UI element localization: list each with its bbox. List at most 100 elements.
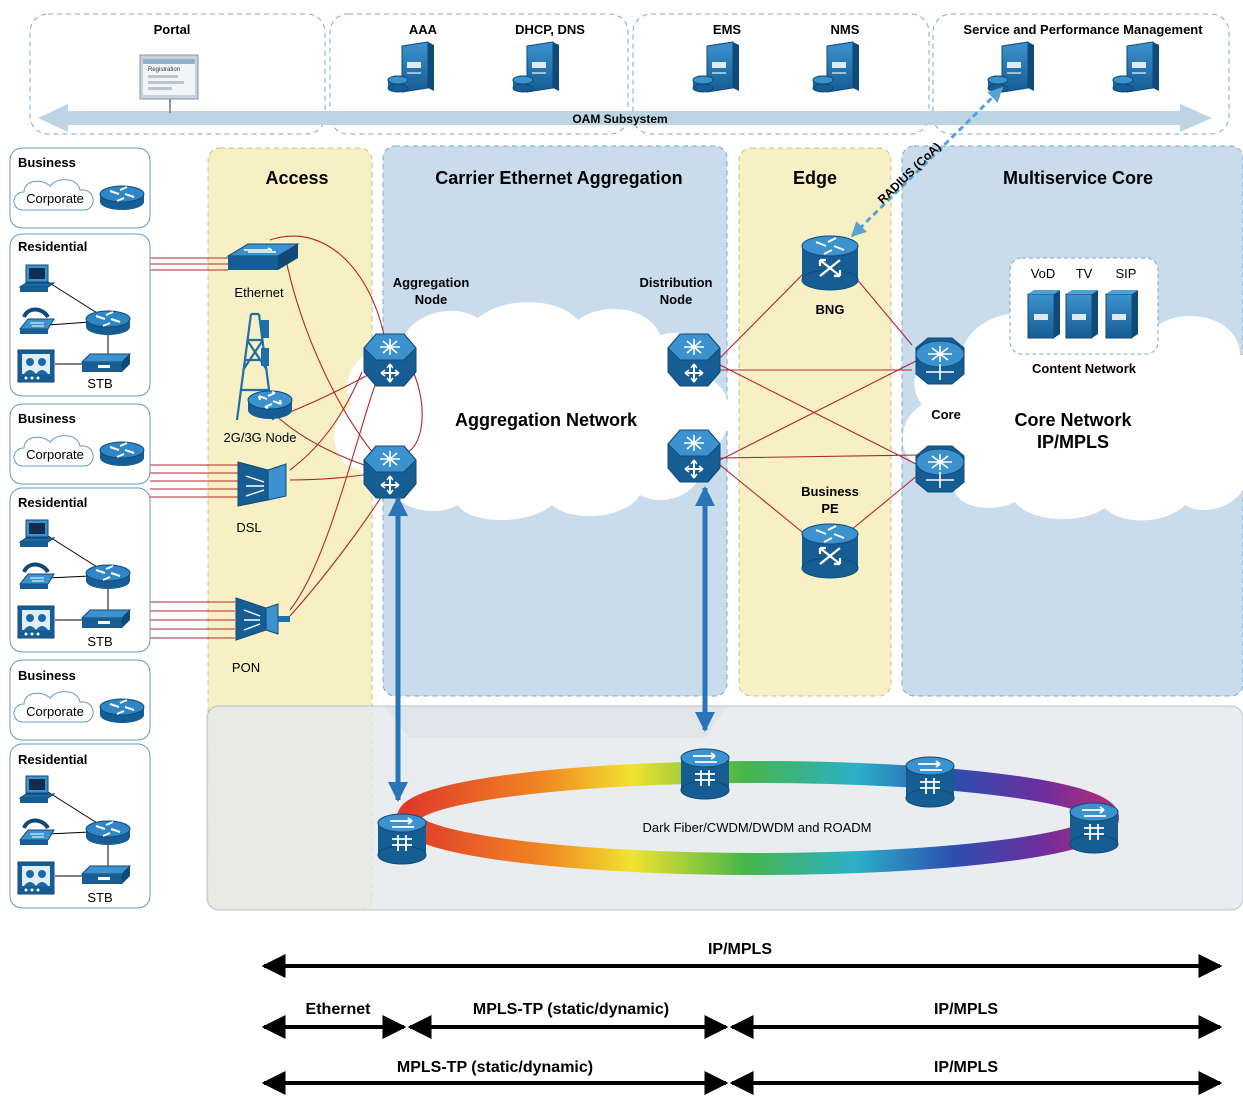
core-cloud: VoD TV SIP Content Network Core Network … — [902, 257, 1243, 521]
stb-label-1: STB — [87, 376, 112, 391]
roadm-icon-right — [1069, 802, 1119, 854]
ip-mpls-core-label-1: IP/MPLS — [934, 1001, 998, 1018]
core-router-icon-2 — [915, 445, 965, 493]
core-network-label-2: IP/MPLS — [1037, 432, 1109, 452]
business-pe-router-icon — [800, 522, 860, 580]
business-router-icon-1 — [99, 185, 145, 211]
spm-label: Service and Performance Management — [963, 22, 1203, 37]
roadm-icon-right-top — [905, 756, 955, 808]
dsl-label: DSL — [236, 520, 261, 535]
oam-subsystem-label: OAM Subsystem — [572, 112, 667, 126]
corporate-cloud-icon-2 — [13, 435, 94, 467]
sip-label: SIP — [1116, 266, 1137, 281]
residential-label-2: Residential — [18, 495, 87, 510]
corporate-label-2: Corporate — [26, 447, 84, 462]
mpls-tp-access-aggregation-label: MPLS-TP (static/dynamic) — [397, 1059, 593, 1076]
tv-icon-3 — [17, 861, 55, 895]
pon-icon — [235, 597, 290, 641]
content-network-label: Content Network — [1032, 361, 1137, 376]
core-router-icon-1 — [915, 337, 965, 385]
business-pe-label-1: Business — [801, 484, 859, 499]
mpls-tp-aggregation-label: MPLS-TP (static/dynamic) — [473, 1001, 669, 1018]
edge-title: Edge — [793, 168, 837, 188]
business-router-icon-3 — [99, 698, 145, 724]
ip-mpls-end-to-end-label: IP/MPLS — [708, 941, 772, 958]
vod-server-icon — [1027, 289, 1061, 339]
aggregation-title: Carrier Ethernet Aggregation — [435, 168, 682, 188]
node-2g3g-router-icon — [247, 390, 293, 420]
transport-layer: Dark Fiber/CWDM/DWDM and ROADM — [206, 705, 1243, 911]
tv-icon-2 — [17, 605, 55, 639]
residential-site-2: Residential STB — [9, 487, 151, 653]
aggregation-node-label-2: Node — [415, 292, 448, 307]
business-label-2: Business — [18, 411, 76, 426]
business-router-icon-2 — [99, 441, 145, 467]
bng-router-icon — [800, 234, 860, 292]
distribution-node-label-1: Distribution — [640, 275, 713, 290]
protocol-arrows: IP/MPLS Ethernet MPLS-TP (static/dynamic… — [261, 941, 1223, 1095]
aggregation-switch-icon-1 — [363, 333, 417, 387]
portal-screen-icon: Registration — [139, 54, 199, 113]
oam-subsystem: OAM Subsystem Registration Portal AAA DH… — [29, 13, 1230, 135]
corporate-label-1: Corporate — [26, 191, 84, 206]
residential-site-3: Residential STB — [9, 743, 151, 909]
aggregation-switch-icon-2 — [363, 445, 417, 499]
ethernet-label: Ethernet — [234, 285, 284, 300]
business-label-3: Business — [18, 668, 76, 683]
core-label: Core — [931, 407, 961, 422]
stb-label-2: STB — [87, 634, 112, 649]
residential-label-3: Residential — [18, 752, 87, 767]
core-title: Multiservice Core — [1003, 168, 1153, 188]
fiber-ring-label: Dark Fiber/CWDM/DWDM and ROADM — [643, 820, 872, 835]
roadm-icon-top — [680, 748, 730, 800]
bng-label: BNG — [816, 302, 845, 317]
business-pe-label-2: PE — [821, 501, 839, 516]
distribution-switch-icon-1 — [667, 333, 721, 387]
cell-tower-icon — [235, 312, 275, 421]
business-site-1: Business Corporate — [9, 147, 151, 229]
ems-label: EMS — [713, 22, 742, 37]
tv-icon-1 — [17, 349, 55, 383]
pon-label: PON — [232, 660, 260, 675]
customer-sites: Business Corporate Residential STB Busin… — [9, 147, 151, 909]
business-site-2: Business Corporate — [9, 403, 151, 485]
corporate-cloud-icon-1 — [13, 179, 94, 211]
core-network-label-1: Core Network — [1014, 410, 1132, 430]
ethernet-access-label: Ethernet — [306, 1001, 372, 1018]
business-site-3: Business Corporate — [9, 659, 151, 741]
ethernet-switch-icon — [226, 243, 300, 270]
portal-screen-text: Registration — [148, 67, 180, 73]
dsl-icon — [237, 461, 287, 507]
portal-label: Portal — [154, 22, 191, 37]
stb-icon-3 — [81, 865, 131, 885]
node-2g3g-label: 2G/3G Node — [224, 430, 297, 445]
home-router-icon-2 — [85, 564, 131, 590]
distribution-switch-icon-2 — [667, 429, 721, 483]
residential-label-1: Residential — [18, 239, 87, 254]
sip-server-icon — [1105, 289, 1139, 339]
stb-icon-1 — [81, 353, 131, 373]
roadm-icon-left — [377, 813, 427, 865]
home-router-icon-1 — [85, 310, 131, 336]
radius-coa-arrow — [850, 86, 1004, 238]
aggregation-cloud: Aggregation Network — [334, 302, 730, 520]
access-devices: Ethernet 2G/3G Node DSL PON — [224, 243, 300, 675]
core-routers: Core — [915, 337, 965, 493]
vod-label: VoD — [1031, 266, 1056, 281]
distribution-node-label-2: Node — [660, 292, 693, 307]
tv-label: TV — [1076, 266, 1093, 281]
edge-zone — [738, 147, 892, 697]
stb-icon-2 — [81, 609, 131, 629]
business-label-1: Business — [18, 155, 76, 170]
stb-label-3: STB — [87, 890, 112, 905]
aggregation-nodes: Aggregation Node Distribution Node — [363, 275, 721, 499]
corporate-label-3: Corporate — [26, 704, 84, 719]
aggregation-node-label-1: Aggregation — [393, 275, 470, 290]
aaa-label: AAA — [409, 22, 438, 37]
nms-label: NMS — [831, 22, 860, 37]
home-router-icon-3 — [85, 820, 131, 846]
ip-mpls-core-label-2: IP/MPLS — [934, 1059, 998, 1076]
access-title: Access — [265, 168, 328, 188]
residential-site-1: Residential STB — [9, 233, 151, 397]
